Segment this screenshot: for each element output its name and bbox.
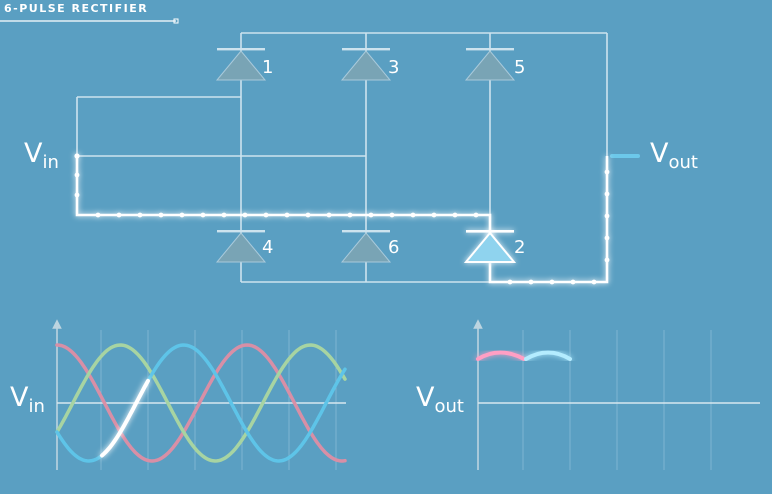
circuit-vout-main: V	[650, 138, 669, 169]
diode-label-4: 4	[262, 237, 273, 258]
vout-graph-sub: out	[434, 396, 463, 417]
circuit-wires	[76, 32, 608, 283]
circuit-vout-sub: out	[668, 152, 697, 173]
vout-graph-main: V	[416, 382, 435, 413]
vout-grid	[522, 330, 712, 470]
diode-1	[215, 48, 267, 81]
diode-5	[464, 48, 516, 81]
vin-graph-label: Vin	[10, 382, 45, 417]
diode-label-1: 1	[262, 57, 273, 78]
vin-phase-pink	[55, 343, 347, 463]
circuit-vout-label: Vout	[650, 138, 698, 173]
title-underline-end	[173, 18, 179, 24]
vout-segment-pink	[476, 350, 526, 361]
diode-3	[340, 48, 392, 81]
vin-active-segment	[100, 378, 150, 458]
vin-graph-sub: in	[28, 396, 44, 417]
page-title: 6-PULSE RECTIFIER	[4, 2, 149, 15]
circuit-vin-sub: in	[42, 152, 58, 173]
current-path	[74, 153, 610, 285]
vin-graph-main: V	[10, 382, 29, 413]
vin-graph: Vin	[10, 319, 347, 470]
vout-segment-blue	[524, 350, 572, 361]
vout-graph-label: Vout	[416, 382, 464, 417]
vin-phase-green	[55, 343, 347, 463]
vout-graph: Vout	[416, 319, 760, 470]
circuit-vin-main: V	[24, 138, 43, 169]
diode-4	[215, 230, 267, 263]
diode-2-active	[463, 230, 517, 263]
circuit-vin-label: Vin	[24, 138, 59, 173]
diode-label-6: 6	[388, 237, 399, 258]
diode-label-3: 3	[388, 57, 399, 78]
diode-label-2: 2	[514, 237, 525, 258]
diode-label-5: 5	[514, 57, 525, 78]
diode-6	[340, 230, 392, 263]
